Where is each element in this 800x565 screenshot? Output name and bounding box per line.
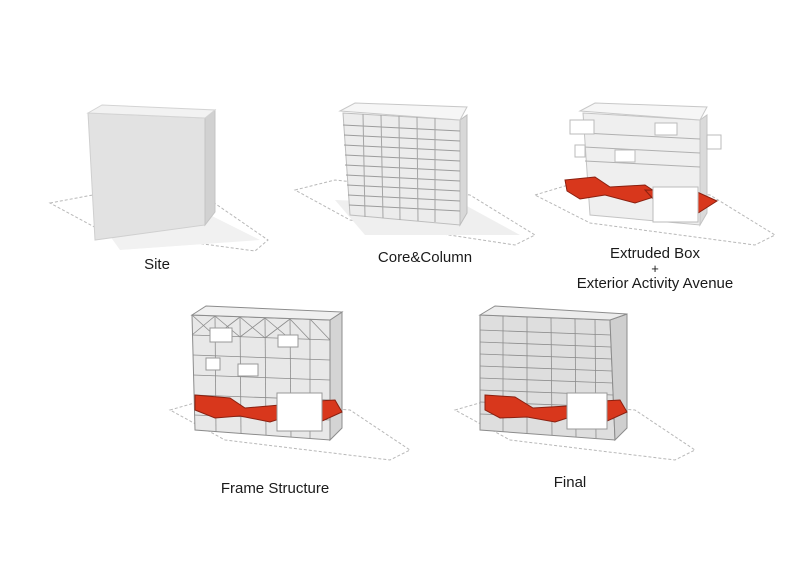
caption-final: Final — [545, 474, 595, 492]
frame-box-2 — [278, 335, 298, 347]
stage-extruded-box — [535, 95, 775, 255]
extruded-box-2 — [655, 123, 677, 135]
extruded-box-large — [653, 187, 698, 222]
caption-frame-structure-text: Frame Structure — [221, 480, 329, 497]
final-box-large — [567, 393, 607, 429]
extruded-box-1 — [570, 120, 594, 134]
caption-core-column: Core&Column — [360, 249, 490, 267]
core-column-illustration — [295, 95, 535, 255]
caption-plus-sign: + — [545, 263, 765, 275]
extruded-box-illustration — [535, 95, 775, 255]
caption-frame-structure: Frame Structure — [210, 480, 340, 498]
site-volume-side — [205, 110, 215, 225]
frame-volume-side — [330, 312, 342, 440]
frame-box-large — [277, 393, 322, 431]
caption-final-text: Final — [554, 474, 587, 491]
stage-final — [455, 300, 695, 470]
caption-core-column-text: Core&Column — [378, 249, 472, 266]
caption-site: Site — [132, 256, 182, 274]
final-illustration — [455, 300, 695, 470]
caption-site-text: Site — [144, 256, 170, 273]
frame-box-4 — [238, 364, 258, 376]
site-massing-illustration — [40, 100, 280, 260]
caption-extruded: Extruded Box + Exterior Activity Avenue — [545, 245, 765, 293]
caption-extruded-text: Extruded Box — [610, 245, 700, 262]
site-volume-front — [88, 113, 205, 240]
stage-core-column — [295, 95, 535, 255]
frame-box-1 — [210, 328, 232, 342]
stage-site — [40, 100, 280, 260]
core-volume-side — [460, 115, 467, 225]
frame-box-3 — [206, 358, 220, 370]
caption-avenue-text: Exterior Activity Avenue — [577, 275, 733, 292]
extruded-box-3 — [615, 150, 635, 162]
extruded-box-4 — [707, 135, 721, 149]
stage-frame-structure — [170, 300, 410, 470]
extruded-box-5 — [575, 145, 585, 157]
frame-structure-illustration — [170, 300, 410, 470]
